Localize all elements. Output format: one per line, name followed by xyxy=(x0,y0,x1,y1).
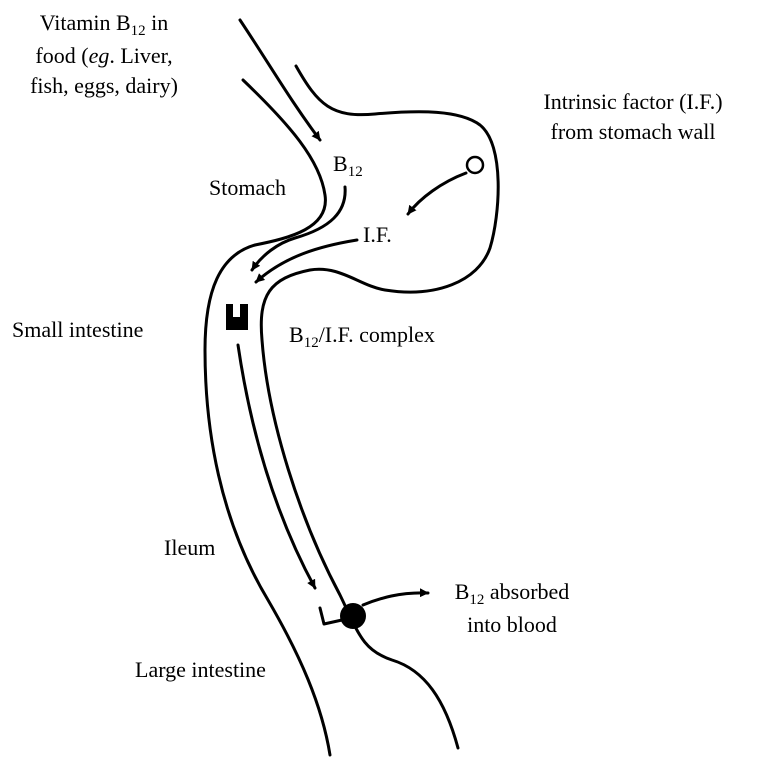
if-wall-arrow xyxy=(406,171,468,216)
b12-label: B12 xyxy=(333,151,363,180)
complex-transit-arrow xyxy=(236,343,317,590)
absorbed-label: B12 absorbed into blood xyxy=(454,579,570,637)
absorption-site xyxy=(340,603,366,629)
small-intestine-label: Small intestine xyxy=(12,317,144,342)
esophagus-left-wall xyxy=(203,78,332,757)
ileum-receptor xyxy=(318,606,344,626)
food-inflow-arrow xyxy=(238,18,322,142)
b12-stomach-arrow xyxy=(250,185,347,272)
vitamin-food-label: Vitamin B12 in food (eg. Liver, fish, eg… xyxy=(30,10,178,98)
stomach-and-intestine-wall xyxy=(259,64,500,750)
absorption-arrow xyxy=(361,588,430,607)
intrinsic-factor-label: Intrinsic factor (I.F.) from stomach wal… xyxy=(543,89,723,144)
large-intestine-label: Large intestine xyxy=(135,657,266,682)
b12-if-complex-label: B12/I.F. complex xyxy=(289,322,435,351)
stomach-label: Stomach xyxy=(209,175,286,200)
stomach-wall-cell xyxy=(465,155,485,175)
ileum-label: Ileum xyxy=(164,535,216,560)
if-label: I.F. xyxy=(363,222,392,247)
b12-if-complex-icon xyxy=(226,304,248,330)
if-stomach-arrow xyxy=(254,238,359,284)
